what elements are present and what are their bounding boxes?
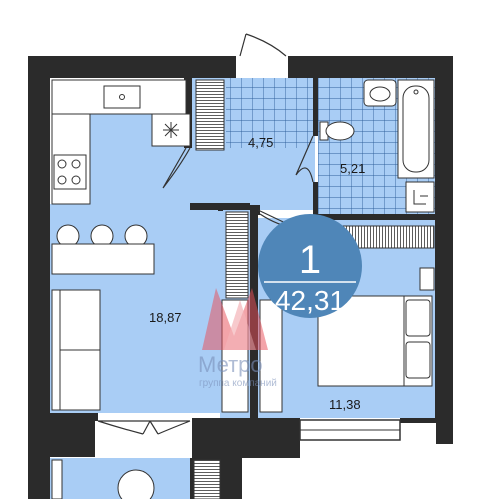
bedroom-area: 11,38 [329,397,361,412]
stove-icon [53,154,87,190]
sofa [51,289,101,411]
dining-table [51,224,155,275]
toilet-icon [319,121,355,141]
area-badge: 1 42,31 [258,214,362,318]
watermark-tagline: группа компаний [199,378,277,389]
entrance-door [97,33,288,435]
total-area: 42,31 [275,285,345,316]
radiator-icon [193,459,221,499]
radiator-icon [195,79,225,151]
walls [28,56,453,499]
radiator-icon [225,211,249,299]
hall-area: 4,75 [248,135,273,150]
watermark-logo: Метро группа компаний [198,288,277,389]
watermark-brand: Метро [198,352,263,377]
bathtub-icon [397,79,435,179]
nightstand [419,267,435,291]
bed [317,295,433,387]
bathroom-area: 5,21 [340,161,365,176]
round-table [117,469,155,499]
snowflake-icon [163,122,179,138]
wardrobe [259,299,283,413]
rooms-count: 1 [299,238,321,282]
washing-machine [405,181,435,213]
sink-icon [363,79,397,107]
living-room-area: 18,87 [149,310,182,325]
